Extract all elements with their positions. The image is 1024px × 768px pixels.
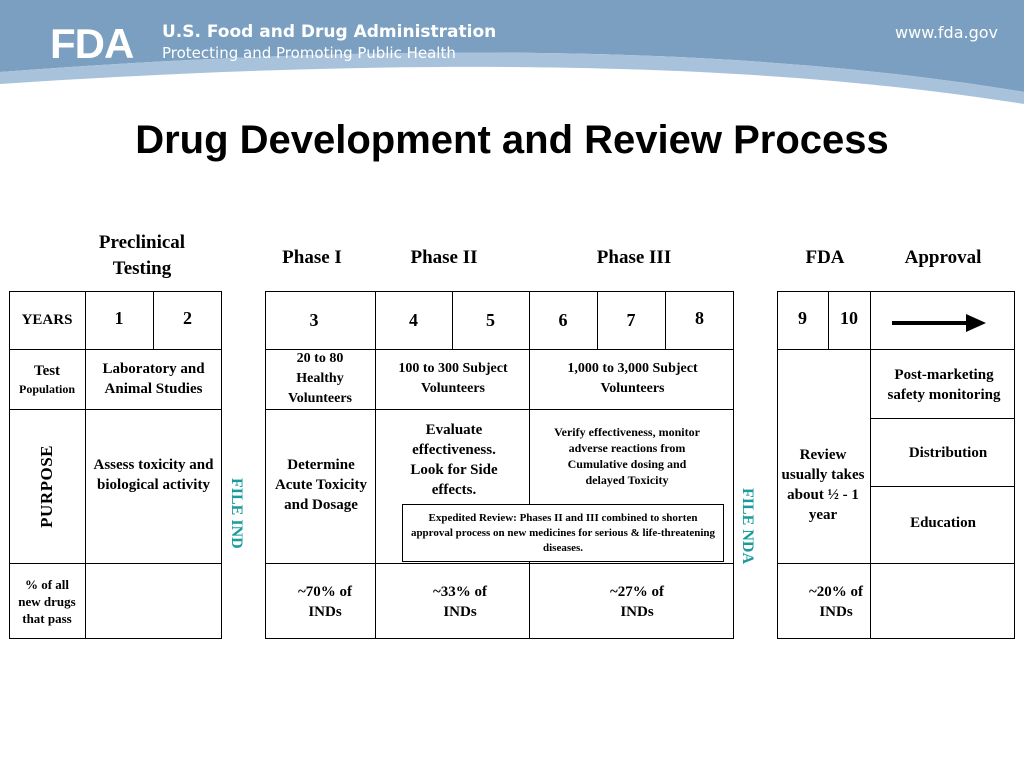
population-label: Population [18, 382, 75, 396]
population-phase2: 100 to 300 Subject Volunteers [398, 361, 508, 396]
purpose-label: PURPOSE [37, 444, 56, 528]
purpose-phase3: Verify effectiveness, monitor adverse re… [554, 425, 700, 487]
divider [265, 563, 734, 564]
fda-review-duration: Review usually takes about ½ - 1 year [781, 447, 865, 523]
divider [265, 349, 734, 350]
divider [665, 291, 666, 349]
purpose-phase2: Evaluate effectiveness. Look for Side ef… [410, 422, 498, 498]
preclinical-table [9, 291, 222, 639]
purpose-phase1: Determine Acute Toxicity and Dosage [274, 457, 368, 513]
pass-rate-fda: ~20% of INDs [808, 584, 864, 620]
divider [265, 409, 734, 410]
fda-approval-table [777, 291, 1015, 639]
column-header-approval: Approval [904, 247, 982, 268]
pass-rate-phase1: ~70% of INDs [297, 584, 353, 620]
divider [9, 349, 222, 350]
year-4: 4 [409, 309, 418, 330]
divider [870, 486, 1015, 487]
expedited-review-note: Expedited Review: Phases II and III comb… [402, 504, 724, 562]
divider [870, 418, 1015, 419]
population-phase1: 20 to 80 Healthy Volunteers [287, 351, 353, 406]
header-banner [0, 0, 1024, 104]
year-3: 3 [309, 309, 319, 330]
row-label-pct-pass: % of all new drugs that pass [18, 576, 76, 626]
column-header-phase1: Phase I [282, 247, 342, 268]
post-marketing-safety: Post-marketing safety monitoring [887, 367, 1001, 403]
file-ind-label: FILE IND [228, 478, 245, 549]
year-9: 9 [798, 307, 807, 328]
distribution-label: Distribution [908, 445, 988, 461]
year-6: 6 [558, 309, 568, 330]
pass-rate-phase2: ~33% of INDs [432, 584, 488, 620]
divider [597, 291, 598, 349]
divider [529, 291, 530, 639]
clinical-table [265, 291, 734, 639]
divider [777, 349, 1015, 350]
education-label: Education [910, 515, 976, 531]
divider [375, 291, 376, 639]
years-label: YEARS [21, 312, 73, 328]
pass-rate-phase3: ~27% of INDs [609, 584, 665, 620]
divider [452, 291, 453, 349]
purpose-preclinical: Assess toxicity and biological activity [93, 457, 214, 493]
column-header-phase2: Phase II [410, 247, 478, 268]
population-phase3: 1,000 to 3,000 Subject Volunteers [567, 361, 698, 396]
year-10: 10 [840, 307, 858, 328]
divider [828, 291, 829, 349]
column-header-phase3: Phase III [596, 247, 672, 268]
arrow-right-icon [892, 314, 986, 332]
divider [153, 291, 154, 349]
page-title: Drug Development and Review Process [135, 118, 889, 162]
row-label-years: YEARS [9, 291, 85, 349]
agency-name: U.S. Food and Drug Administration [162, 22, 497, 42]
website-link[interactable]: www.fda.gov [895, 23, 998, 42]
divider [9, 563, 222, 564]
agency-block: U.S. Food and Drug Administration Protec… [162, 22, 496, 62]
fda-logo: FDA [50, 20, 134, 67]
divider [9, 409, 222, 410]
column-header-fda: FDA [805, 247, 845, 268]
file-nda-label: FILE NDA [739, 488, 756, 565]
year-5: 5 [486, 309, 495, 330]
divider [777, 563, 1015, 564]
row-label-test-population: Test Population [9, 349, 85, 409]
divider [85, 291, 86, 639]
year-1: 1 [114, 307, 124, 328]
population-preclinical: Laboratory and Animal Studies [102, 361, 205, 397]
agency-tagline: Protecting and Promoting Public Health [162, 44, 456, 62]
test-label: Test [33, 363, 61, 379]
year-2: 2 [183, 307, 192, 328]
year-8: 8 [695, 307, 704, 328]
row-label-purpose: PURPOSE [9, 409, 85, 563]
divider [870, 291, 871, 639]
year-7: 7 [626, 309, 636, 330]
column-header-preclinical: Preclinical Testing [98, 232, 186, 279]
